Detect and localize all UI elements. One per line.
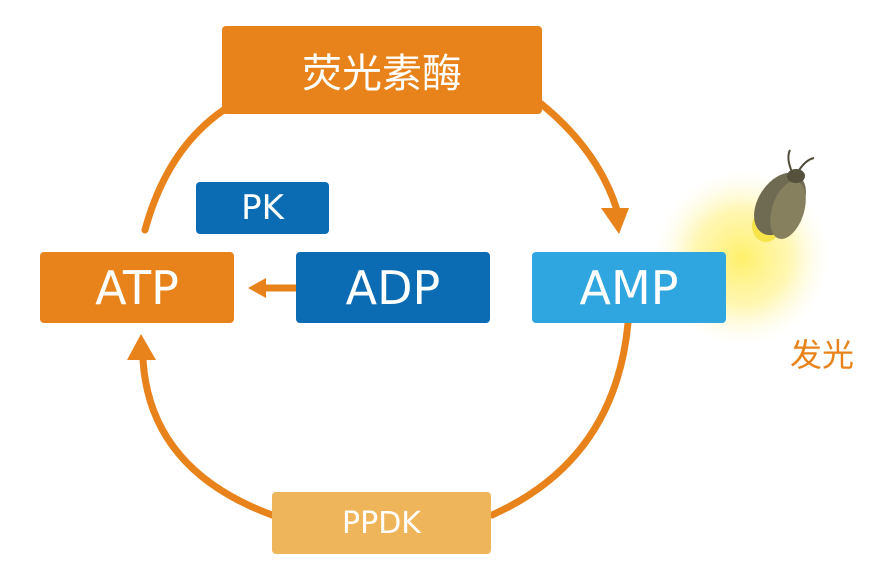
firefly-icon	[752, 149, 815, 242]
arrowhead-to-atp	[127, 334, 156, 360]
ppdk-node: PPDK	[272, 492, 491, 554]
adp-node: ADP	[296, 252, 490, 323]
atp-node: ATP	[40, 252, 234, 323]
arrowhead-to-atp-from-adp	[248, 278, 266, 298]
arc-amp-to-ppdk	[488, 319, 632, 519]
luciferase-node: 荧光素酶	[222, 26, 542, 114]
amp-node: AMP	[532, 252, 726, 323]
pk-node: PK	[196, 182, 329, 234]
arc-ppdk-to-atp	[139, 356, 276, 519]
arrowhead-to-amp	[601, 208, 629, 234]
glow-label: 发光	[790, 336, 855, 374]
